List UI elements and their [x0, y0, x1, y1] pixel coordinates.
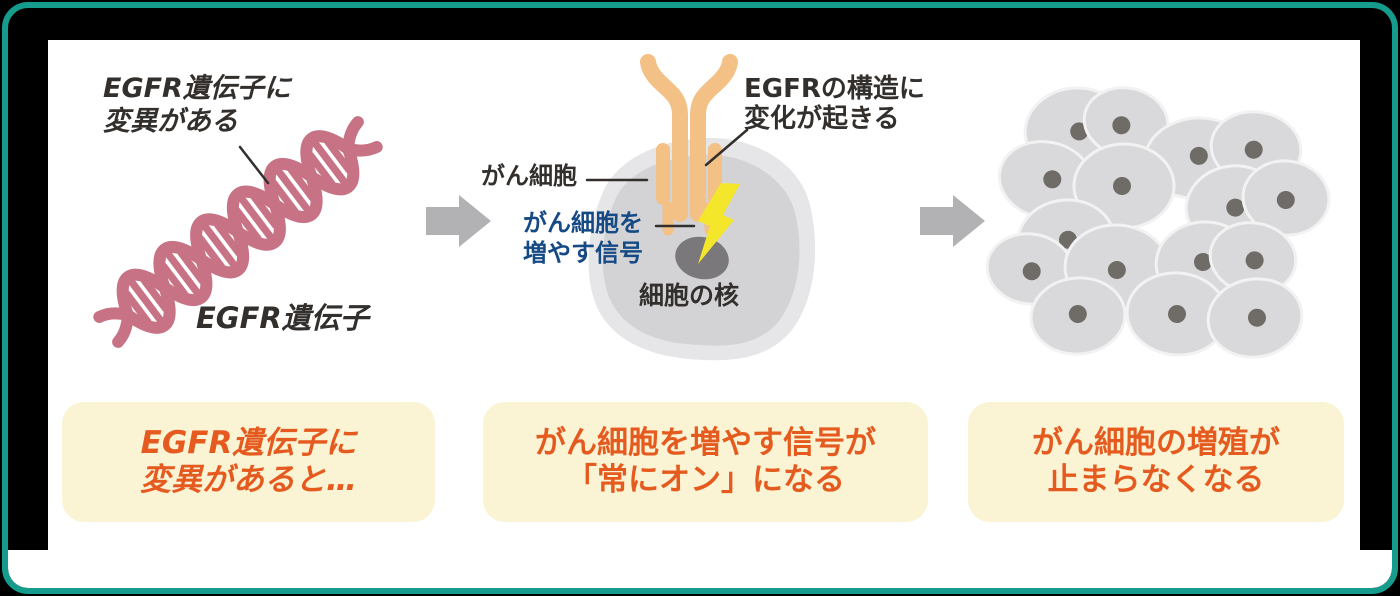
caption-proliferation-line2: 止まらなくなる [1047, 462, 1265, 498]
caption-proliferation-line1: がん細胞の増殖が [1032, 425, 1280, 461]
caption-mutation-line2: 変異があると… [140, 462, 357, 498]
page-background-strip [8, 550, 1392, 588]
cancer-cell [1072, 142, 1176, 230]
cell-cluster-illustration [985, 86, 1331, 359]
dna-mutation-label-line1: EGFR遺伝子に [103, 73, 291, 104]
annotation-lines [238, 128, 749, 228]
arrow-right-icon [426, 195, 491, 247]
dna-gene-label: EGFR遺伝子 [196, 301, 369, 335]
receptor-change-label-line1: EGFRの構造に [744, 74, 925, 104]
cancer-cell-label: がん細胞 [481, 162, 577, 190]
arrow-right-icon [920, 195, 985, 247]
dna-mutation-label-line2: 変異がある [103, 106, 238, 137]
receptor-change-label: EGFRの構造に 変化が起きる [744, 74, 925, 134]
growth-signal-label: がん細胞を 増やす信号 [523, 208, 643, 268]
caption-signal-line2: 「常にオン」になる [566, 462, 845, 498]
caption-signal-line1: がん細胞を増やす信号が [535, 425, 876, 461]
caption-box-signal-on: がん細胞を増やす信号が 「常にオン」になる [483, 402, 928, 522]
cancer-cell [1206, 277, 1304, 359]
caption-box-proliferation: がん細胞の増殖が 止まらなくなる [968, 402, 1344, 522]
growth-signal-label-line2: 増やす信号 [523, 239, 643, 267]
cancer-cell-illustration [588, 137, 816, 361]
cancer-cell [1082, 86, 1170, 158]
dna-helix-illustration [93, 116, 383, 348]
receptor-change-label-line2: 変化が起きる [744, 104, 900, 134]
growth-signal-label-line1: がん細胞を [523, 209, 643, 237]
dna-mutation-label: EGFR遺伝子に 変異がある [103, 72, 291, 138]
signal-bolt-icon [698, 183, 740, 264]
nucleus-label: 細胞の核 [639, 281, 740, 310]
caption-mutation-line1: EGFR遺伝子に [140, 425, 357, 461]
cancer-cell [1029, 276, 1127, 356]
caption-box-mutation: EGFR遺伝子に 変異があると… [62, 402, 435, 522]
